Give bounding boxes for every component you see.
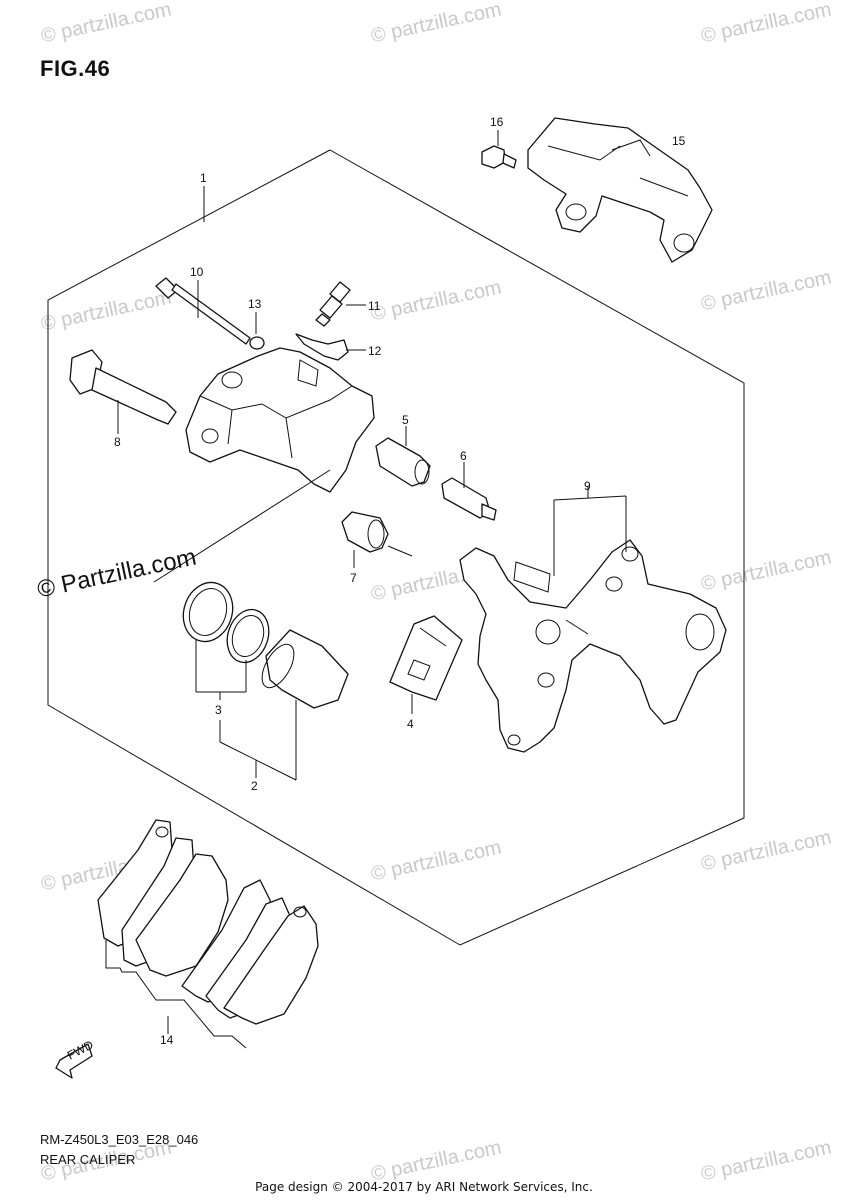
model-code: RM-Z450L3_E03_E28_046 xyxy=(40,1132,199,1147)
fwd-arrow-icon: FWD xyxy=(55,1037,96,1079)
assembly-boundary xyxy=(47,149,745,946)
part-5-boot[interactable] xyxy=(375,426,431,487)
callout-5: 5 xyxy=(402,413,409,427)
callout-7: 7 xyxy=(350,571,357,585)
callout-16: 16 xyxy=(490,115,504,129)
part-2-piston[interactable] xyxy=(219,629,349,781)
part-11-bleeder-valve[interactable] xyxy=(315,281,366,327)
part-7-boot[interactable] xyxy=(341,511,389,568)
part-15-bracket[interactable] xyxy=(527,117,713,263)
part-4-spring[interactable] xyxy=(389,615,463,714)
callout-11: 11 xyxy=(368,299,381,313)
callout-14: 14 xyxy=(160,1033,174,1047)
part-16-bolt[interactable] xyxy=(481,130,517,169)
callout-4: 4 xyxy=(407,717,414,731)
callout-2: 2 xyxy=(251,779,258,793)
callout-6: 6 xyxy=(460,449,467,463)
callout-10: 10 xyxy=(190,265,204,279)
part-10-pin[interactable] xyxy=(155,277,251,345)
figure-name: REAR CALIPER xyxy=(40,1152,136,1167)
page-footer: Page design © 2004-2017 by ARI Network S… xyxy=(255,1180,593,1194)
part-12-cap[interactable] xyxy=(295,333,366,361)
part-8-sleeve-pin[interactable] xyxy=(69,349,177,434)
callout-8: 8 xyxy=(114,435,121,449)
callout-9: 9 xyxy=(584,479,591,493)
part-9-caliper-bracket[interactable] xyxy=(459,486,727,753)
part-3-seals[interactable] xyxy=(176,576,275,700)
part-14-brake-pads[interactable] xyxy=(97,819,319,1049)
callout-3: 3 xyxy=(215,703,222,717)
part-6-pin[interactable] xyxy=(441,462,497,521)
callout-12: 12 xyxy=(368,344,382,358)
figure-title: FIG.46 xyxy=(40,56,111,81)
callout-1: 1 xyxy=(200,171,207,185)
callout-15: 15 xyxy=(672,134,686,148)
callout-13: 13 xyxy=(248,297,262,311)
caliper-body[interactable] xyxy=(185,347,375,493)
part-13-clip[interactable] xyxy=(249,312,265,350)
